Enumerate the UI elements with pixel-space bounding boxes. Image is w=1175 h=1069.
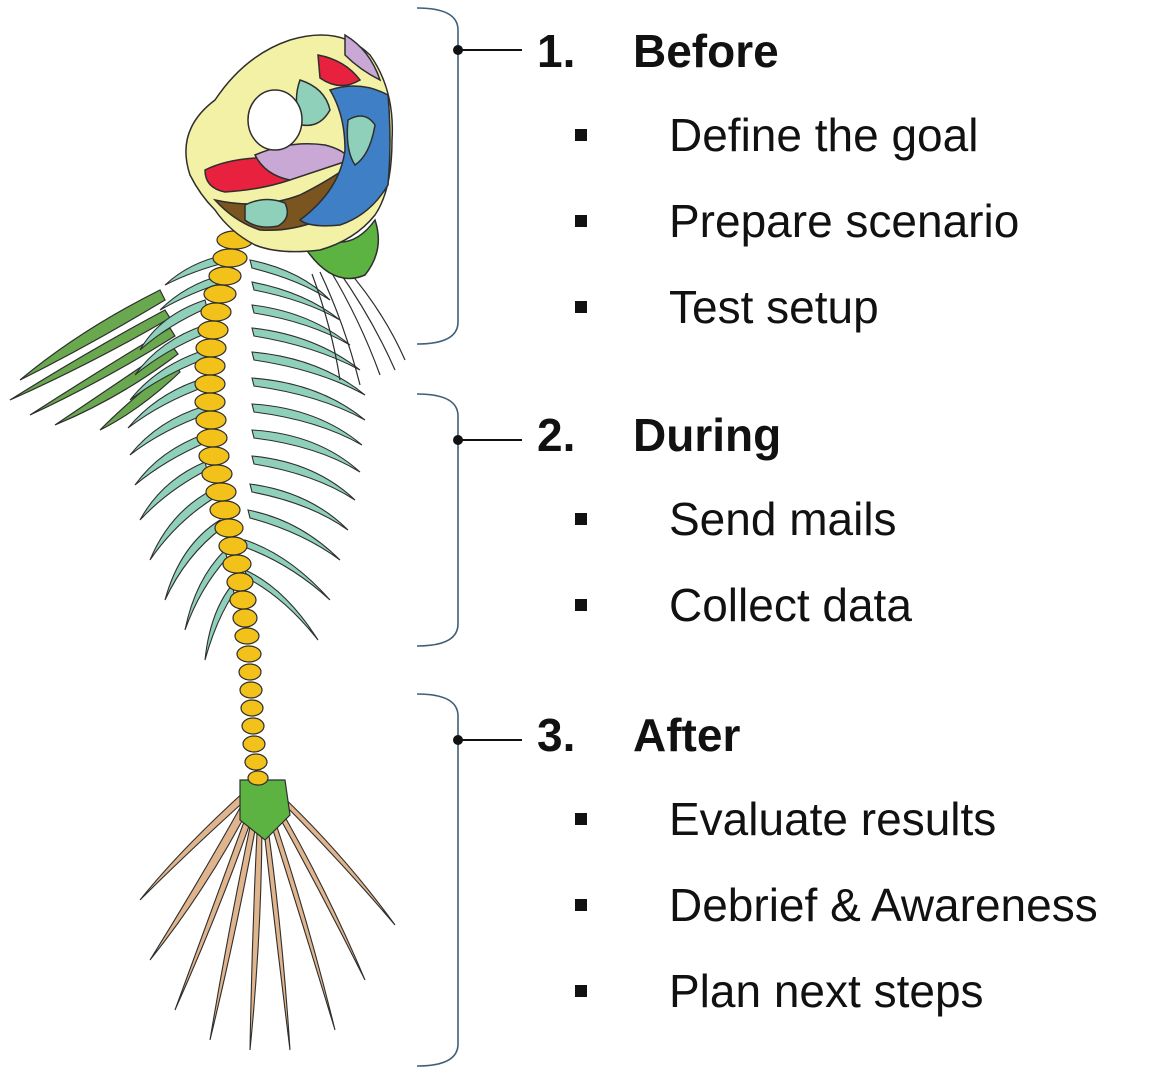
phase-number: 2. — [537, 412, 633, 458]
phase-heading: 2.During — [537, 412, 781, 458]
list-item-label: Debrief & Awareness — [669, 882, 1098, 928]
bullet-marker — [575, 899, 587, 911]
phase-title: During — [633, 409, 781, 461]
phase-after: 3.After Evaluate results Debrief & Aware… — [537, 712, 740, 758]
list-item-label: Send mails — [669, 496, 897, 542]
phase-brackets — [0, 0, 540, 1069]
list-item-label: Collect data — [669, 582, 912, 628]
phase-number: 3. — [537, 712, 633, 758]
connector-dot-before — [453, 45, 463, 55]
list-item-label: Plan next steps — [669, 968, 984, 1014]
phase-title: Before — [633, 25, 779, 77]
list-item-label: Prepare scenario — [669, 198, 1019, 244]
bullet-marker — [575, 215, 587, 227]
list-item-label: Define the goal — [669, 112, 978, 158]
phase-heading: 3.After — [537, 712, 740, 758]
phase-before: 1.Before Define the goal Prepare scenari… — [537, 28, 779, 74]
bullet-marker — [575, 513, 587, 525]
list-item-label: Test setup — [669, 284, 879, 330]
bracket-before — [417, 8, 458, 344]
bullet-marker — [575, 813, 587, 825]
bullet-marker — [575, 599, 587, 611]
bullet-marker — [575, 301, 587, 313]
phase-during: 2.During Send mails Collect data — [537, 412, 781, 458]
connector-dot-during — [453, 435, 463, 445]
connector-dot-after — [453, 735, 463, 745]
bullet-marker — [575, 129, 587, 141]
phase-title: After — [633, 709, 740, 761]
bracket-after — [417, 694, 458, 1066]
bullet-marker — [575, 985, 587, 997]
list-item-label: Evaluate results — [669, 796, 996, 842]
bracket-during — [417, 394, 458, 646]
phase-heading: 1.Before — [537, 28, 779, 74]
phase-number: 1. — [537, 28, 633, 74]
